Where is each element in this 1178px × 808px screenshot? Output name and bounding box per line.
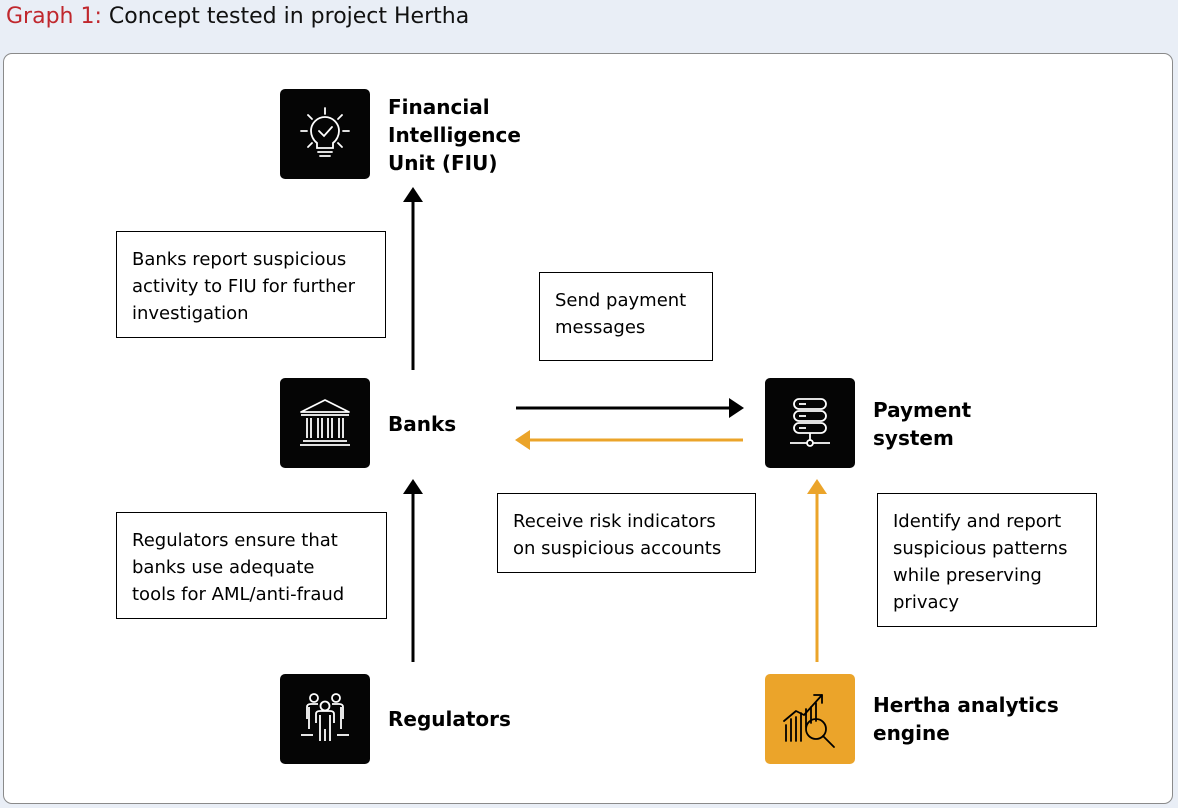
payment-label-line: system <box>873 426 954 450</box>
figure-title: Graph 1: Concept tested in project Herth… <box>6 4 469 29</box>
box-regulators-ensure: Regulators ensure that banks use adequat… <box>116 512 387 619</box>
box-line: suspicious patterns <box>893 538 1068 559</box>
regulators-people-icon <box>301 693 349 741</box>
arrow-regulators-to-banks <box>403 479 423 662</box>
server-icon <box>790 398 830 447</box>
box-line: while preserving <box>893 565 1042 586</box>
regulators-label: Regulators <box>388 705 511 733</box>
banks-node <box>280 378 370 468</box>
hertha-label: Hertha analytics engine <box>873 691 1059 747</box>
lightbulb-icon <box>300 107 350 157</box>
box-banks-report: Banks report suspicious activity to FIU … <box>116 231 386 338</box>
box-line: Banks report suspicious <box>132 249 347 270</box>
box-line: investigation <box>132 303 249 324</box>
payment-label: Payment system <box>873 396 971 452</box>
bank-building-icon <box>300 399 350 446</box>
fiu-label-line: Unit (FIU) <box>388 151 498 175</box>
arrow-banks-to-payment <box>516 398 744 418</box>
banks-label: Banks <box>388 410 456 438</box>
box-line: on suspicious accounts <box>513 538 722 559</box>
payment-node <box>765 378 855 468</box>
regulators-node <box>280 674 370 764</box>
arrow-banks-to-fiu <box>403 187 423 370</box>
banks-label-line: Banks <box>388 412 457 436</box>
fiu-label: Financial Intelligence Unit (FIU) <box>388 93 521 177</box>
box-line: Identify and report <box>893 511 1062 532</box>
box-line: privacy <box>893 592 960 613</box>
figure-title-text: Concept tested in project Hertha <box>108 4 470 29</box>
box-line: Receive risk indicators <box>513 511 716 532</box>
figure-label: Graph 1: <box>6 4 102 29</box>
arrow-payment-to-banks <box>515 430 743 450</box>
box-line: tools for AML/anti-fraud <box>132 584 345 605</box>
payment-label-line: Payment <box>873 398 972 422</box>
analytics-chart-magnifier-icon <box>783 694 835 748</box>
box-line: Send payment <box>555 290 687 311</box>
box-line: Regulators ensure that <box>132 530 338 551</box>
box-line: activity to FIU for further <box>132 276 355 297</box>
box-identify-report: Identify and report suspicious patterns … <box>877 493 1097 627</box>
diagram-panel <box>3 53 1173 804</box>
box-send-payment: Send payment messages <box>539 272 713 361</box>
box-receive-risk: Receive risk indicators on suspicious ac… <box>497 493 756 573</box>
arrow-hertha-to-payment <box>807 479 827 662</box>
fiu-label-line: Intelligence <box>388 123 521 147</box>
box-line: messages <box>555 317 646 338</box>
fiu-label-line: Financial <box>388 95 490 119</box>
hertha-label-line: engine <box>873 721 950 745</box>
fiu-node <box>280 89 370 179</box>
hertha-node <box>765 674 855 764</box>
hertha-label-line: Hertha analytics <box>873 693 1059 717</box>
regulators-label-line: Regulators <box>388 707 511 731</box>
box-line: banks use adequate <box>132 557 315 578</box>
